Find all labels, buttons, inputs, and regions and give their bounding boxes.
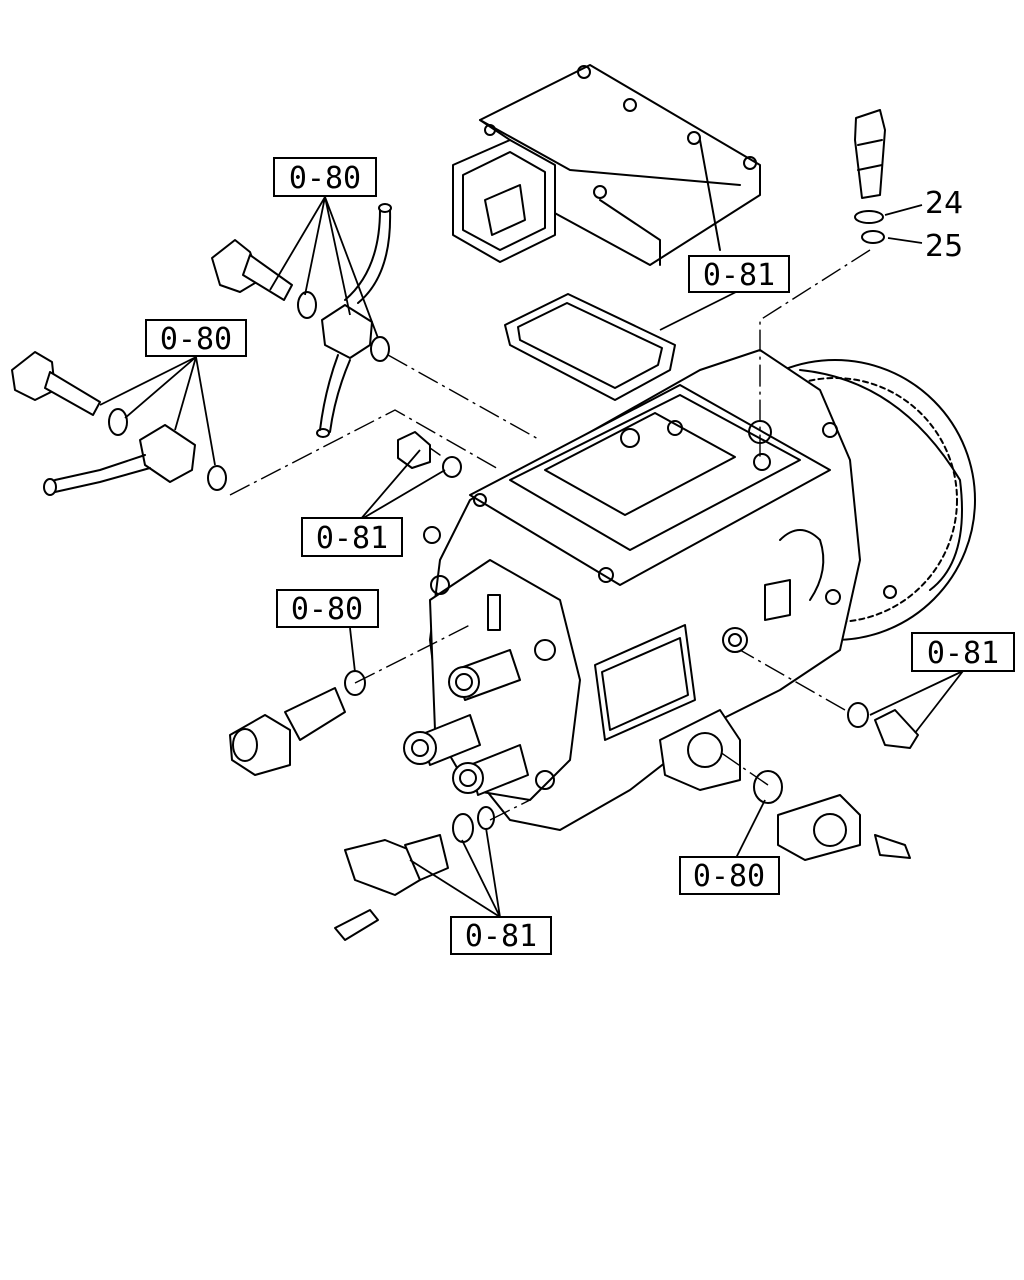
assembly-lines: [229, 249, 871, 821]
leader-lines: [99, 196, 964, 918]
part-number-25: 25: [925, 229, 963, 264]
callout-ref-d: 0-81: [301, 517, 403, 557]
plug-fitting: [397, 431, 462, 478]
control-unit: [452, 64, 761, 266]
callout-ref-a-label: 0-80: [289, 161, 361, 196]
callout-ref-g: 0-80: [679, 856, 780, 895]
gasket: [504, 293, 676, 401]
o-ring-25: [861, 230, 885, 244]
part-number-24: 24: [925, 186, 963, 221]
callout-ref-b-label: 0-80: [160, 322, 232, 357]
o-ring-24: [854, 210, 884, 224]
callout-ref-g-label: 0-80: [693, 859, 765, 894]
delivery-valve: [854, 109, 886, 244]
solenoid-valve: [334, 806, 495, 941]
bolt-right: [847, 702, 919, 749]
callout-ref-b: 0-80: [145, 319, 247, 357]
callout-ref-d-label: 0-81: [316, 521, 388, 556]
callout-ref-f: 0-81: [911, 632, 1015, 672]
overflow-valve: [229, 670, 366, 776]
cover-plate: [753, 770, 911, 861]
banjo-fitting-lower: [11, 351, 227, 496]
callout-ref-e-label: 0-80: [291, 592, 363, 627]
pump-body: [403, 349, 976, 831]
callout-ref-f-label: 0-81: [927, 636, 999, 671]
callout-ref-c: 0-81: [688, 255, 790, 293]
callout-ref-h: 0-81: [450, 916, 552, 955]
callout-ref-h-label: 0-81: [465, 919, 537, 954]
callout-ref-c-label: 0-81: [703, 258, 775, 293]
callout-ref-a: 0-80: [273, 157, 377, 197]
banjo-fitting-upper: [211, 203, 392, 438]
callout-ref-e: 0-80: [276, 589, 379, 628]
